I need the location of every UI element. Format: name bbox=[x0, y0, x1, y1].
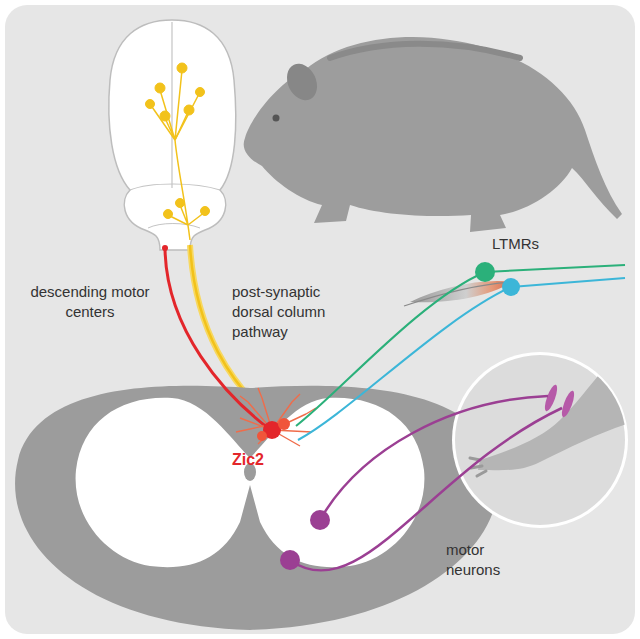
brain bbox=[109, 20, 236, 250]
background-panel bbox=[5, 5, 635, 634]
spinal-cord bbox=[15, 386, 499, 630]
neuron-label: motor neurons bbox=[446, 540, 508, 580]
pathway-label: post-synaptic dorsal column pathway bbox=[232, 282, 344, 342]
zic2-neurons bbox=[162, 245, 316, 446]
mouse bbox=[244, 37, 622, 232]
region-label: descending motor centers bbox=[25, 282, 155, 322]
paw-inset bbox=[452, 340, 640, 528]
feather bbox=[404, 281, 512, 306]
gene-label: Zic2 bbox=[232, 450, 292, 470]
neuron-label: LTMRs bbox=[478, 234, 553, 254]
motor-neurons bbox=[280, 396, 562, 571]
